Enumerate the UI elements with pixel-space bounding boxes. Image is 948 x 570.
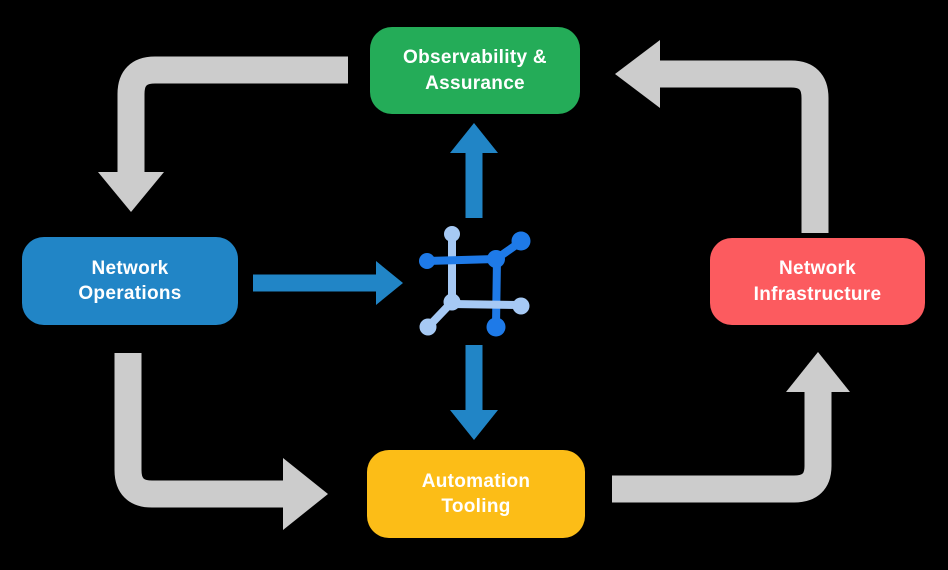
node-observability-assurance: Observability & Assurance	[370, 27, 580, 114]
arrowhead-up	[450, 123, 498, 153]
cycle-arrow-observability-to-operations	[98, 56, 348, 212]
arrowhead-down	[450, 410, 498, 440]
cycle-arrow-tooling-to-infrastructure	[612, 352, 850, 503]
node-label-line: Assurance	[425, 72, 525, 94]
node-label-line: Network	[91, 257, 169, 279]
node-label-line: Automation	[421, 470, 531, 492]
node-label-line: Infrastructure	[753, 283, 882, 305]
arrowhead-up	[786, 352, 850, 392]
flow-arrow-center-to-tooling	[450, 345, 498, 440]
node-network-infrastructure: Network Infrastructure	[710, 238, 925, 325]
node-label-line: Observability &	[403, 47, 547, 69]
arrowhead-right	[376, 261, 403, 305]
cycle-arrow-infrastructure-to-observability	[615, 40, 829, 233]
arrowhead-right	[283, 458, 328, 530]
network-mesh-icon	[419, 226, 531, 337]
cycle-arrow-operations-to-tooling	[114, 353, 328, 530]
flow-arrow-center-to-observability	[450, 123, 498, 218]
arrowhead-left	[615, 40, 660, 108]
node-network-operations: Network Operations	[22, 237, 238, 325]
arrowhead-down	[98, 172, 164, 212]
flow-arrow-operations-to-center	[253, 261, 403, 305]
node-label-line: Network	[778, 258, 857, 280]
node-label-line: Operations	[78, 283, 182, 304]
node-label-line: Tooling	[441, 496, 511, 517]
node-automation-tooling: Automation Tooling	[367, 450, 585, 538]
